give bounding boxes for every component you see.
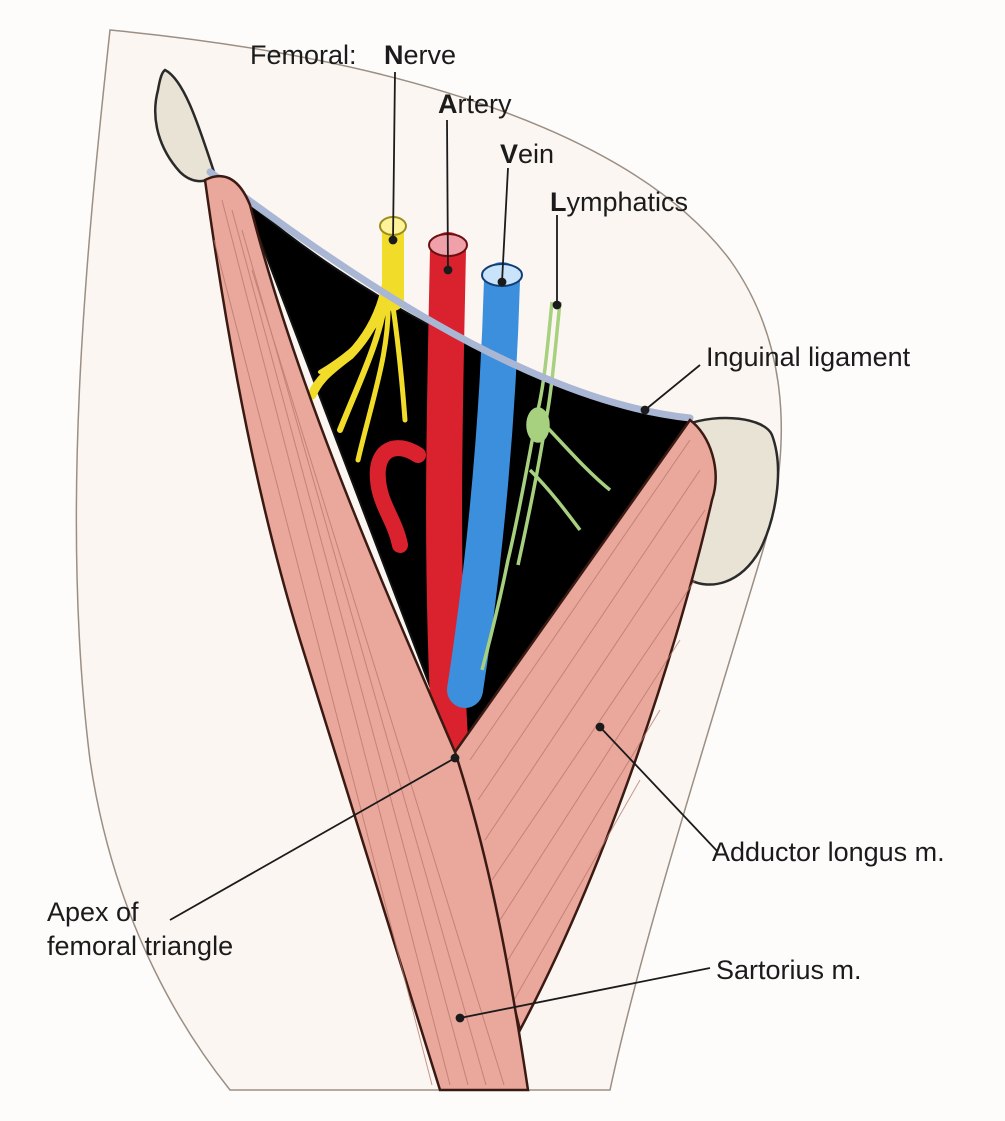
inguinal-ligament	[206, 168, 694, 422]
sartorius-muscle	[203, 174, 530, 1092]
femoral-lymphatics	[480, 301, 612, 671]
adductor-fibers	[469, 439, 706, 1001]
apex-label-line2: femoral triangle	[47, 931, 234, 961]
vein-label: Vein	[500, 139, 555, 169]
sartorius-label: Sartorius m.	[716, 955, 862, 985]
leader-lines	[169, 71, 719, 1023]
iliac-spine-bone	[154, 68, 217, 183]
sartorius-fibers	[213, 199, 505, 1086]
femoral-title-label: Femoral:	[250, 40, 357, 70]
adductor-longus-label: Adductor longus m.	[712, 837, 945, 867]
inguinal-ligament-label: Inguinal ligament	[706, 342, 911, 372]
nerve-label: Nerve	[384, 40, 457, 70]
lymphatics-label: Lymphatics	[550, 187, 689, 217]
artery-label: Artery	[438, 89, 512, 119]
apex-label-line1: Apex of	[47, 897, 139, 927]
